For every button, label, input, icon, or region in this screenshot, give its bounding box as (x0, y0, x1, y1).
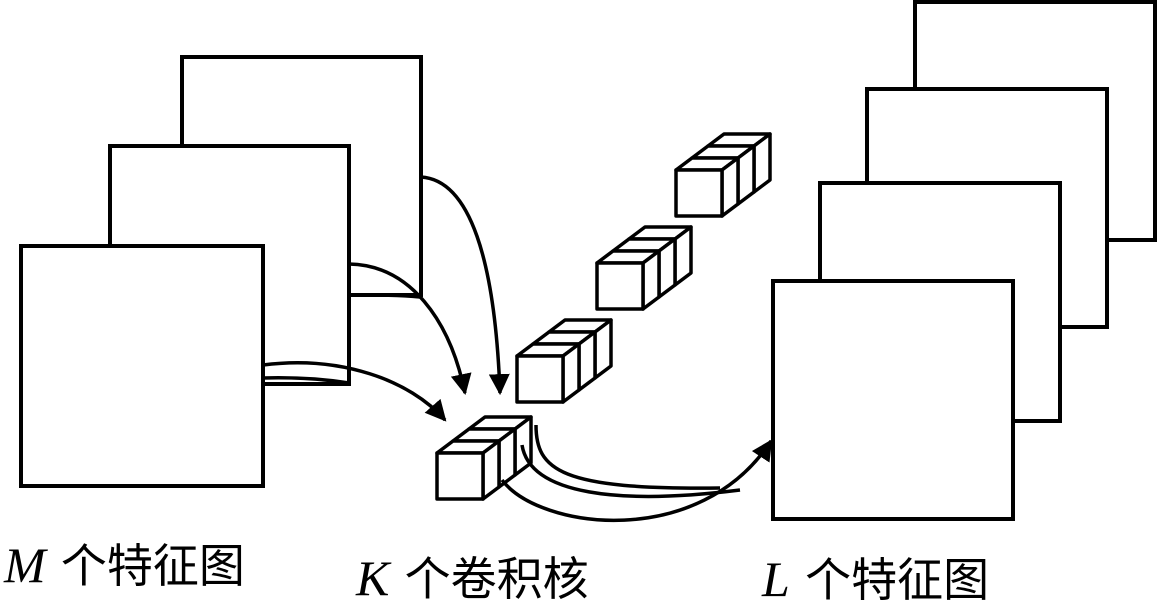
kernel-4 (435, 415, 533, 501)
kernel-cube-front (674, 168, 724, 218)
kernel-cube-side (561, 342, 581, 404)
arrow-middle-to-kernel (348, 262, 472, 396)
kernel-cube-side (673, 225, 693, 287)
kernel-cube-side (593, 318, 613, 380)
output-map-1 (771, 279, 1015, 521)
kernel-cube-side (497, 427, 517, 489)
label-input-maps: M 个特征图 (4, 540, 245, 590)
label-output-var: L (762, 551, 790, 607)
kernel-cube-front (435, 451, 485, 501)
kernel-cube-side (720, 156, 740, 218)
kernel-cube-side (657, 237, 677, 299)
kernel-cube-side (481, 439, 501, 501)
kernel-cube-side (577, 330, 597, 392)
label-input-var: M (4, 537, 46, 593)
arrow-back-to-kernel (420, 175, 510, 396)
arrow-kernel-to-output-2 (520, 444, 741, 499)
label-kernels-text: 个卷积核 (404, 552, 589, 606)
input-feature-maps (19, 55, 423, 488)
kernel-1 (674, 132, 772, 218)
output-arrows (500, 424, 773, 523)
label-output-text: 个特征图 (805, 553, 990, 607)
input-map-front (19, 244, 265, 488)
kernel-2 (595, 225, 693, 311)
kernel-stack (435, 132, 772, 501)
arrow-front-to-kernel (262, 361, 447, 422)
arrow-kernel-to-output-3 (500, 439, 773, 523)
kernel-cube-side (752, 132, 772, 194)
arrow-middle-base (348, 293, 421, 299)
arrow-kernel-to-output-1 (534, 424, 721, 490)
kernel-3 (515, 318, 613, 404)
label-kernels: K 个卷积核 (356, 553, 589, 603)
output-feature-maps (771, 0, 1157, 521)
arrow-front-base (262, 376, 350, 385)
kernel-cube-front (515, 354, 565, 404)
label-input-text: 个特征图 (60, 539, 245, 593)
input-arrows (262, 175, 510, 422)
label-kernels-var: K (356, 550, 390, 606)
kernel-cube-front (595, 261, 645, 311)
label-output-maps: L 个特征图 (762, 554, 989, 604)
kernel-cube-side (641, 249, 661, 311)
kernel-cube-side (736, 144, 756, 206)
